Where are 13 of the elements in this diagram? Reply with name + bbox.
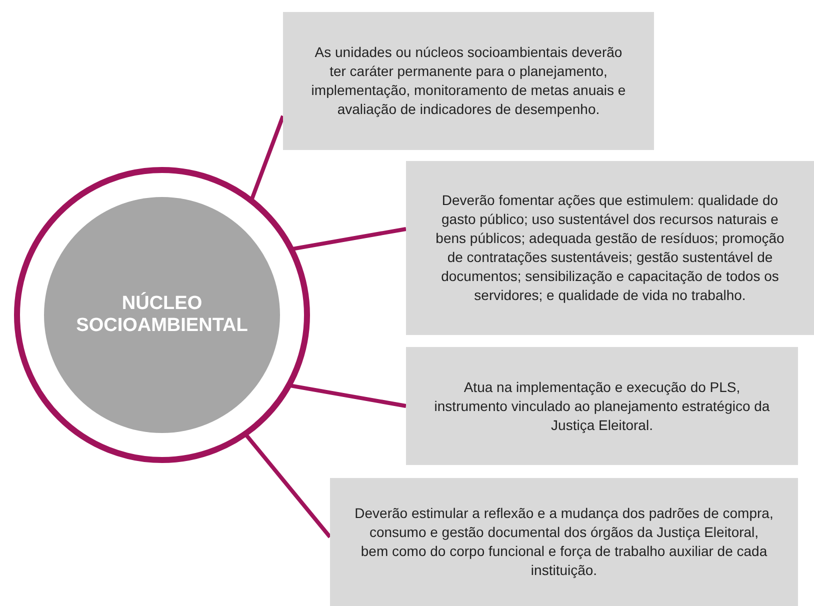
text-box	[283, 12, 654, 150]
connector-line	[288, 383, 406, 408]
box-text: Deverão fomentar ações que estimulem: qualidade do gasto público; uso sustentável dos recursos naturais e bens públicos; adequada gestão de resíduos; promoção de contratações sustentáveis; gestão sustentável de documentos; sensibilização e capacitação de todos os servidores; e qualidade de vida no trabalho.	[434, 191, 786, 305]
text-box	[406, 347, 798, 465]
box-text: Deverão estimular a reflexão e a mudança dos padrões de compra, consumo e gestão documental dos órgãos da Justiça Eleitoral, bem como do corpo funcional e força de trabalho auxiliar de cada instituição.	[354, 504, 774, 580]
text-box	[330, 478, 798, 606]
connector-line	[249, 115, 285, 202]
core-title: NÚCLEO SOCIOAMBIENTAL	[75, 293, 249, 337]
box-text: Atua na implementação e execução do PLS, instrumento vinculado ao planejamento estratégico da Justiça Eleitoral.	[433, 378, 771, 434]
connector-line	[244, 432, 332, 538]
text-box	[406, 161, 814, 335]
box-text: As unidades ou núcleos socioambientais deverão ter caráter permanente para o planejamento, implementação, monitoramento de metas anuais e avaliação de indicadores de desempenho.	[310, 43, 627, 119]
connector-line	[290, 227, 406, 252]
